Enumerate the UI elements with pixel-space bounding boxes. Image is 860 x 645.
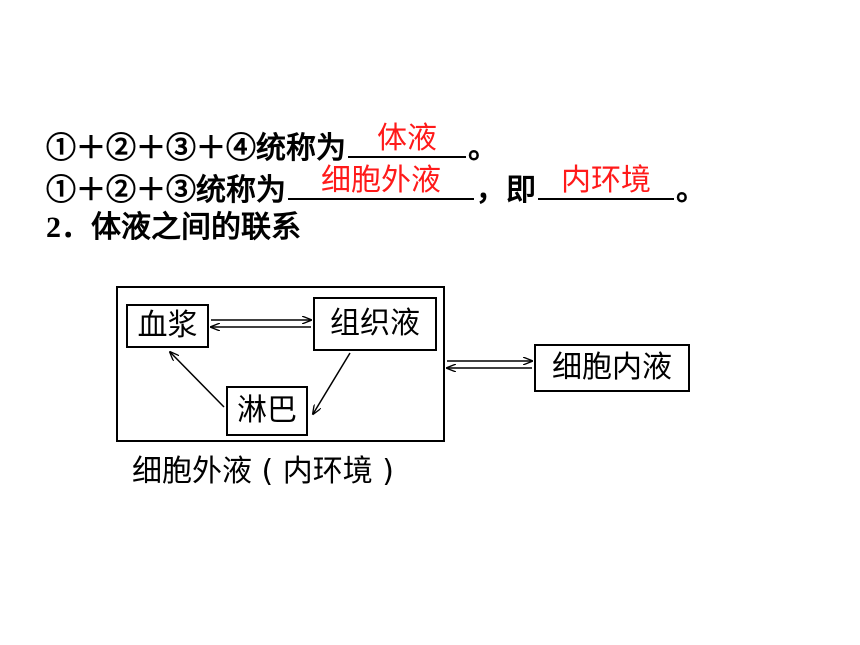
statement-2-prefix: ①＋②＋③统称为 xyxy=(46,173,286,208)
arrow-lymph-to-plasma xyxy=(170,352,225,408)
extracellular-fluid-frame xyxy=(116,286,445,442)
section-heading: 2．体液之间的联系 xyxy=(46,210,301,246)
arrow-tissue-to-lymph xyxy=(313,352,351,414)
statement-1-prefix: ①＋②＋③＋④统称为 xyxy=(46,131,346,166)
statement-line-1: ①＋②＋③＋④统称为体液。 xyxy=(46,121,498,167)
section-number: 2． xyxy=(46,211,91,244)
answer-blank-internal-environment[interactable]: 内环境 xyxy=(538,163,674,200)
answer-body-fluid: 体液 xyxy=(377,121,437,156)
statement-line-2: ①＋②＋③统称为细胞外液 ，即内环境。 xyxy=(46,163,706,209)
answer-blank-body-fluid[interactable]: 体液 xyxy=(348,121,466,158)
node-lymph: 淋巴 xyxy=(226,386,308,436)
answer-extracellular-fluid: 细胞外液 xyxy=(321,163,441,198)
node-tissue-fluid: 组织液 xyxy=(313,297,437,351)
answer-internal-environment: 内环境 xyxy=(561,163,651,198)
statement-1-suffix: 。 xyxy=(468,131,498,166)
statement-2-suffix: 。 xyxy=(676,173,706,208)
node-plasma: 血浆 xyxy=(126,304,209,348)
statement-2-middle: ，即 xyxy=(476,173,536,208)
answer-blank-extracellular-fluid[interactable]: 细胞外液 xyxy=(288,163,474,200)
section-title: 体液之间的联系 xyxy=(91,210,301,245)
node-intracellular-fluid: 细胞内液 xyxy=(534,344,690,392)
diagram-caption: 细胞外液 ( 内环境 ) xyxy=(132,454,395,489)
